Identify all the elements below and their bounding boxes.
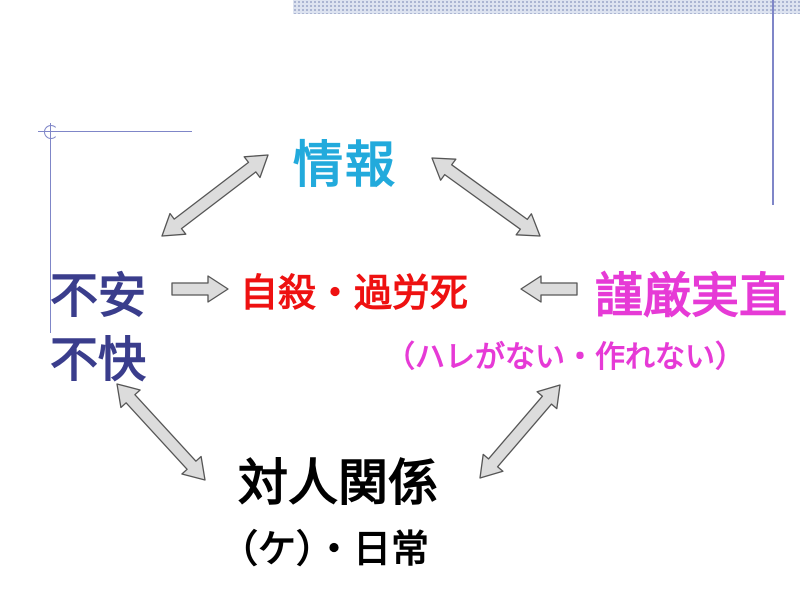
node-interpersonal-relations-subtitle: （ケ）・日常	[220, 527, 430, 571]
decorative-horizontal-rule-left	[38, 131, 192, 132]
arrow-bottom-right	[479, 384, 561, 479]
arrow-left-top	[161, 154, 269, 237]
node-earnest-integrity: 謹厳実直	[595, 268, 788, 324]
decorative-vertical-rule-right	[772, 0, 774, 205]
arrow-right-center	[520, 275, 578, 303]
arrow-left-bottom	[116, 383, 206, 481]
node-anxiety: 不安	[50, 268, 147, 324]
node-earnest-integrity-subtitle: （ハレがない・作れない）	[385, 340, 745, 375]
node-information: 情報	[293, 136, 397, 194]
decorative-vertical-rule-left	[50, 123, 51, 333]
arrow-top-right	[431, 157, 541, 237]
node-suicide-karoshi: 自殺・過労死	[240, 271, 469, 315]
dotted-header-band	[293, 0, 800, 14]
node-interpersonal-relations: 対人関係	[238, 454, 438, 512]
node-discomfort: 不快	[50, 332, 147, 388]
arrow-left-center	[171, 275, 229, 303]
decorative-hook-mark	[44, 125, 58, 139]
